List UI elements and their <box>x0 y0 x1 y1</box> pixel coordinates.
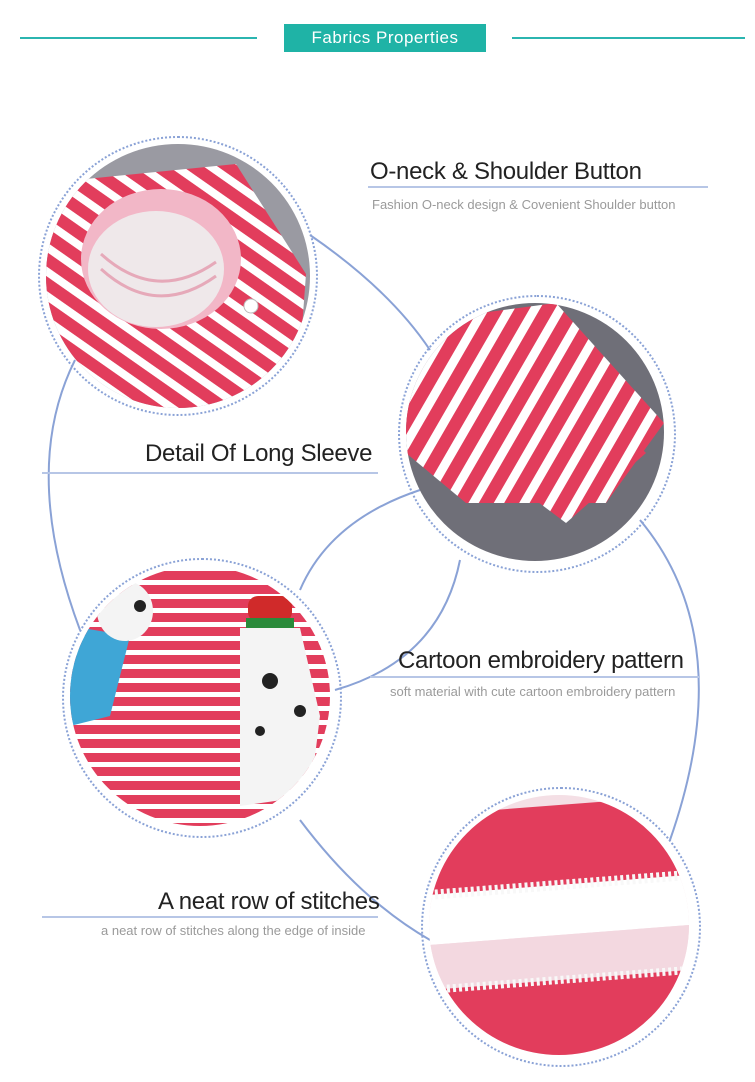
section-title-badge: Fabrics Properties <box>284 24 486 52</box>
feature-subtitle-oneck: Fashion O-neck design & Covenient Should… <box>372 197 676 212</box>
photo-long-sleeve <box>406 303 664 561</box>
photo-ring-sleeve <box>398 295 676 573</box>
feature-title-oneck: O-neck & Shoulder Button <box>370 158 642 185</box>
feature-title-stitches: A neat row of stitches <box>158 888 380 915</box>
feature-subtitle-stitches: a neat row of stitches along the edge of… <box>101 923 366 938</box>
section-title: Fabrics Properties <box>311 28 459 47</box>
feature-rule-cartoon <box>370 676 700 678</box>
photo-cartoon-embroidery <box>70 566 330 826</box>
feature-subtitle-cartoon: soft material with cute cartoon embroide… <box>390 684 676 699</box>
photo-stitches <box>429 795 689 1055</box>
feature-rule-oneck <box>368 186 708 188</box>
photo-ring-oneck <box>38 136 318 416</box>
feature-rule-stitches <box>42 916 378 918</box>
photo-ring-stitches <box>421 787 701 1067</box>
feature-title-sleeve: Detail Of Long Sleeve <box>145 440 373 467</box>
feature-title-cartoon: Cartoon embroidery pattern <box>398 647 684 674</box>
header-line-right <box>512 37 745 39</box>
photo-oneck-shoulder-button <box>46 144 310 408</box>
header-line-left <box>20 37 257 39</box>
feature-rule-sleeve <box>42 472 378 474</box>
photo-ring-cartoon <box>62 558 342 838</box>
